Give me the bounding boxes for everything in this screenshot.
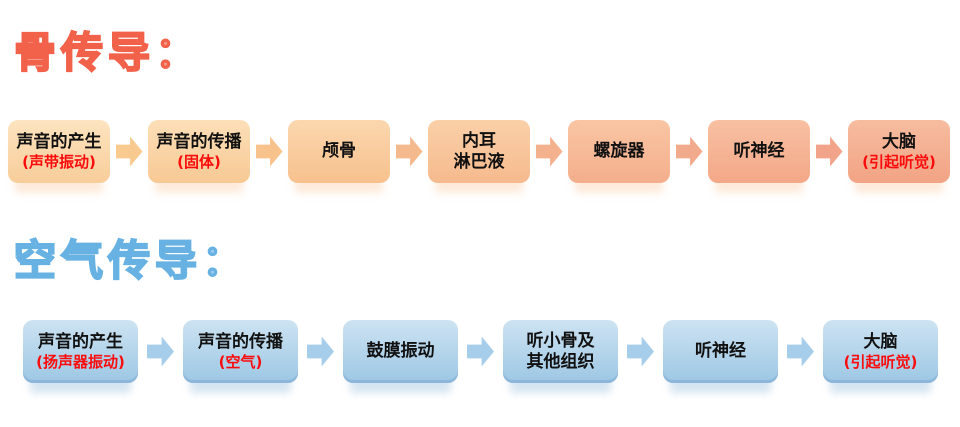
right-arrow-icon xyxy=(147,336,174,367)
step-subtext: (引起听觉) xyxy=(843,352,918,371)
right-arrow-icon xyxy=(535,136,563,167)
step-subtext: (扬声器振动) xyxy=(36,352,125,371)
right-arrow-icon xyxy=(675,136,703,167)
step-label: 颅骨 xyxy=(322,141,356,161)
right-arrow-icon xyxy=(627,336,654,367)
arrow-slot xyxy=(390,120,428,183)
right-arrow-icon xyxy=(255,136,283,167)
step-label: 声音的产生 xyxy=(38,331,123,352)
right-arrow-icon xyxy=(307,336,334,367)
step-subtext: (声带振动) xyxy=(22,152,96,171)
flow-step: 大脑(引起听觉) xyxy=(823,320,938,383)
flow-step: 颅骨 xyxy=(288,120,390,183)
arrow-slot xyxy=(618,320,663,383)
air-conduction-title: 空气传导： xyxy=(13,236,250,285)
step-subtext: (空气) xyxy=(218,352,263,371)
step-label: 声音的传播 xyxy=(156,131,242,152)
step-label: 听神经 xyxy=(695,341,746,361)
flow-step: 内耳淋巴液 xyxy=(428,120,530,183)
arrow-slot xyxy=(810,120,848,183)
flow-step: 声音的传播(空气) xyxy=(183,320,298,383)
step-label: 内耳 xyxy=(462,130,496,151)
step-label: 螺旋器 xyxy=(593,141,645,161)
flow-step: 声音的传播(固体) xyxy=(148,120,250,183)
step-label: 声音的产生 xyxy=(16,131,102,152)
air-conduction-flow: 声音的产生(扬声器振动) 声音的传播(空气) 鼓膜振动 听小骨及其他组织 听神经 大脑(引… xyxy=(23,320,938,383)
right-arrow-icon xyxy=(787,336,814,367)
arrow-slot xyxy=(110,120,148,183)
step-label: 鼓膜振动 xyxy=(366,341,435,361)
arrow-slot xyxy=(250,120,288,183)
step-label: 大脑 xyxy=(882,131,916,152)
flow-step: 听神经 xyxy=(663,320,778,383)
step-label: 其他组织 xyxy=(526,351,595,372)
step-label: 听小骨及 xyxy=(526,330,595,351)
step-label: 大脑 xyxy=(863,331,898,352)
flow-step: 听小骨及其他组织 xyxy=(503,320,618,383)
right-arrow-icon xyxy=(815,136,843,167)
right-arrow-icon xyxy=(115,136,143,167)
flow-step: 声音的产生(声带振动) xyxy=(8,120,110,183)
step-label: 听神经 xyxy=(733,141,785,161)
arrow-slot xyxy=(298,320,343,383)
step-label: 淋巴液 xyxy=(453,151,505,172)
bone-conduction-flow: 声音的产生(声带振动) 声音的传播(固体) 颅骨 内耳淋巴液 螺旋器 听神经 大脑(引起听觉… xyxy=(8,120,950,183)
bone-conduction-title: 骨传导： xyxy=(13,28,203,77)
step-subtext: (引起听觉) xyxy=(862,152,936,171)
flow-step: 大脑(引起听觉) xyxy=(848,120,950,183)
arrow-slot xyxy=(138,320,183,383)
flow-step: 听神经 xyxy=(708,120,810,183)
step-label: 声音的传播 xyxy=(198,331,283,352)
arrow-slot xyxy=(530,120,568,183)
arrow-slot xyxy=(670,120,708,183)
arrow-slot xyxy=(778,320,823,383)
flow-step: 螺旋器 xyxy=(568,120,670,183)
right-arrow-icon xyxy=(395,136,423,167)
step-subtext: (固体) xyxy=(177,152,221,171)
right-arrow-icon xyxy=(467,336,494,367)
flow-step: 声音的产生(扬声器振动) xyxy=(23,320,138,383)
flow-step: 鼓膜振动 xyxy=(343,320,458,383)
arrow-slot xyxy=(458,320,503,383)
